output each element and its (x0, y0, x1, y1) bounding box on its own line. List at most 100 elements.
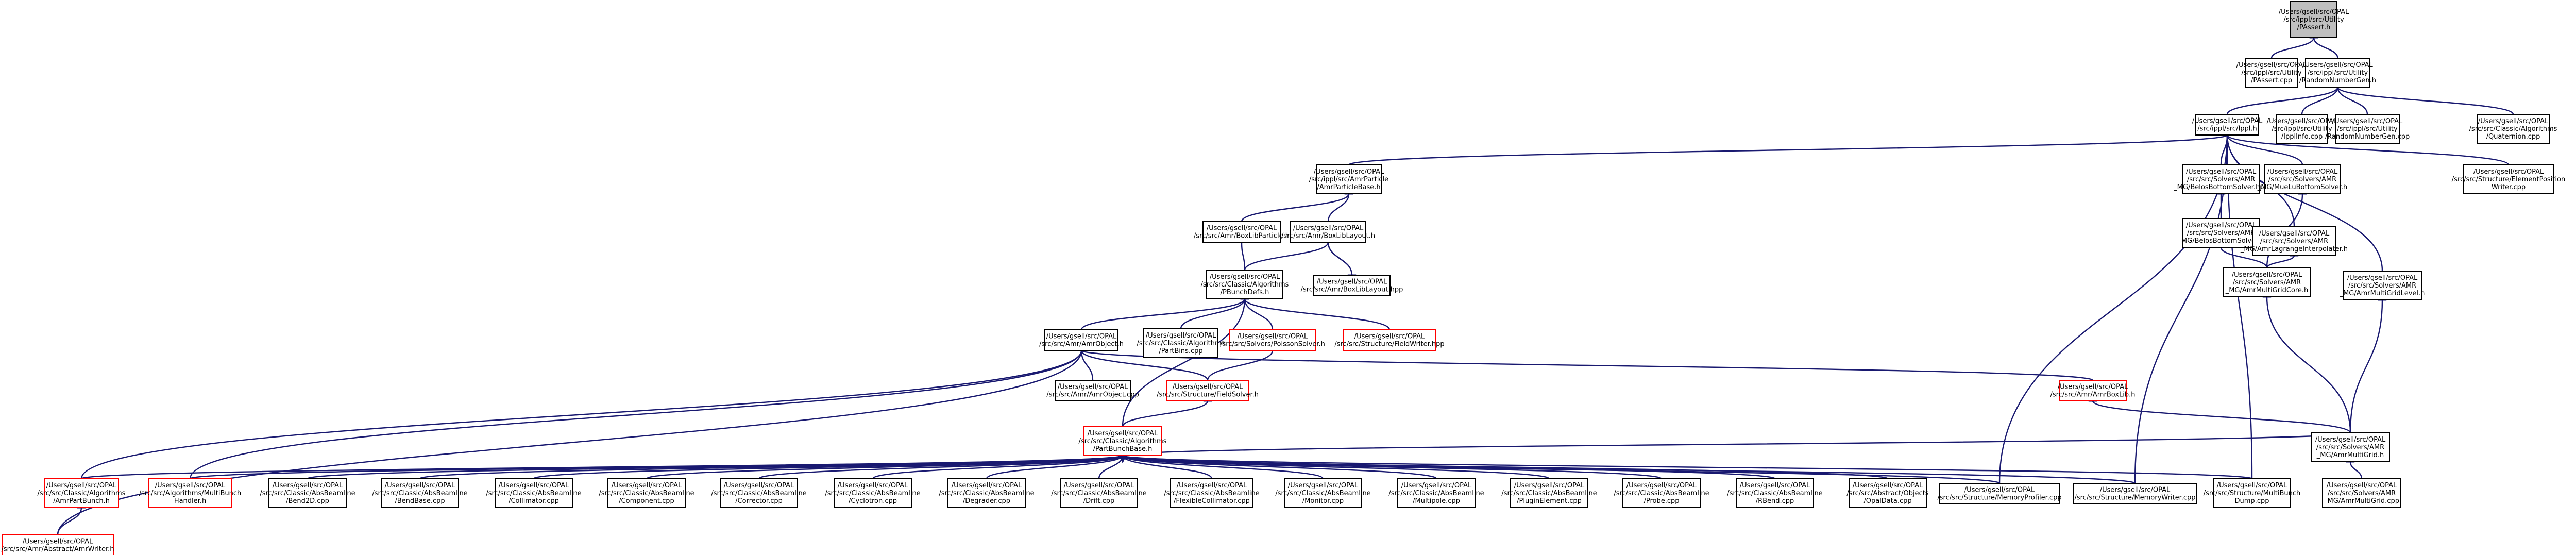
graph-node-quaternion[interactable]: /Users/gsell/src/OPAL/src/src/Classic/Al… (2469, 114, 2557, 144)
graph-node-memwriter[interactable]: /Users/gsell/src/OPAL/src/src/Structure/… (2073, 483, 2197, 504)
node-label-line: /Users/gsell/src/OPAL (2315, 436, 2386, 444)
node-box (1143, 328, 1218, 358)
node-label-line: /src/ippl/src/AmrParticle (1309, 176, 1388, 183)
graph-node-amrobject[interactable]: /Users/gsell/src/OPAL/src/src/Amr/AmrObj… (1039, 329, 1124, 351)
graph-node-flexcoll[interactable]: /Users/gsell/src/OPAL/src/src/Classic/Ab… (1164, 478, 1260, 508)
dependency-edge (1327, 242, 1357, 283)
graph-node-multigridlevel[interactable]: /Users/gsell/src/OPAL/src/src/Solvers/AM… (2340, 271, 2425, 300)
dependency-edge (2346, 453, 2363, 479)
graph-node-boxliblayout-hpp[interactable]: /Users/gsell/src/OPAL/src/src/Amr/BoxLib… (1301, 275, 1403, 296)
graph-node-partbins[interactable]: /Users/gsell/src/OPAL/src/src/Classic/Al… (1137, 328, 1225, 358)
node-box (381, 478, 459, 508)
node-label-line: /Quaternion.cpp (2486, 133, 2540, 141)
node-label-line: /src/src/Structure/FieldSolver.h (1157, 391, 1259, 399)
graph-node-amrobject-cpp[interactable]: /Users/gsell/src/OPAL/src/src/Amr/AmrObj… (1046, 380, 1139, 401)
graph-node-randgen-h[interactable]: /Users/gsell/src/OPAL/src/ippl/src/Utili… (2299, 58, 2376, 88)
graph-node-amrpartbunch[interactable]: /Users/gsell/src/OPAL/src/src/Classic/Al… (38, 478, 126, 508)
node-label-line: /src/src/Solvers/AMR (2187, 176, 2255, 183)
graph-node-ippl-h[interactable]: /Users/gsell/src/OPAL/src/ippl/src/Ippl.… (2192, 114, 2263, 136)
dependency-edge (1122, 291, 1249, 427)
node-label-line: /Users/gsell/src/OPAL (2217, 482, 2287, 490)
dependency-edge (1077, 342, 2094, 381)
graph-node-fieldsolver[interactable]: /Users/gsell/src/OPAL/src/src/Structure/… (1157, 380, 1259, 401)
graph-node-boxlibparticle[interactable]: /Users/gsell/src/OPAL/src/src/Amr/BoxLib… (1194, 221, 1290, 243)
node-box (1343, 329, 1436, 351)
dependency-edge (80, 447, 1127, 480)
node-label-line: /src/src/Solvers/AMR (2316, 444, 2384, 451)
node-label-line: /Users/gsell/src/OPAL (385, 482, 455, 490)
graph-node-lagrange[interactable]: /Users/gsell/src/OPAL/src/src/Solvers/AM… (2240, 226, 2348, 256)
graph-node-plugin[interactable]: /Users/gsell/src/OPAL/src/src/Classic/Ab… (1501, 478, 1597, 508)
node-label-line: _MG/BelosBottomSolver.h (2177, 237, 2264, 245)
graph-node-pbunchdefs[interactable]: /Users/gsell/src/OPAL/src/src/Classic/Al… (1201, 270, 1289, 299)
graph-node-multipole[interactable]: /Users/gsell/src/OPAL/src/src/Classic/Ab… (1388, 478, 1484, 508)
graph-node-bendbase[interactable]: /Users/gsell/src/OPAL/src/src/Classic/Ab… (372, 478, 468, 508)
graph-node-elempos[interactable]: /Users/gsell/src/OPAL/src/src/Structure/… (2452, 164, 2565, 194)
graph-node-multibunchdump[interactable]: /Users/gsell/src/OPAL/src/src/Structure/… (2204, 478, 2301, 508)
graph-node-boxliblayout[interactable]: /Users/gsell/src/OPAL/src/src/Amr/BoxLib… (1281, 221, 1375, 243)
node-box (2223, 267, 2311, 297)
graph-node-amesos[interactable]: /Users/gsell/src/OPAL/src/src/Solvers/AM… (2257, 164, 2348, 194)
node-label-line: /src/src/Classic/Algorithms (1137, 340, 1225, 347)
graph-node-amrparticlebase[interactable]: /Users/gsell/src/OPAL/src/ippl/src/AmrPa… (1309, 164, 1388, 194)
node-box (1284, 478, 1362, 508)
graph-node-poissonsolver[interactable]: /Users/gsell/src/OPAL/src/src/Solvers/Po… (1220, 329, 1325, 351)
dependency-edge (80, 342, 1086, 479)
dependency-edge (1180, 291, 1249, 329)
edge-layer (57, 29, 2514, 535)
node-label-line: /Users/gsell/src/OPAL (1210, 273, 1280, 281)
node-box (2073, 483, 2197, 504)
node-label-line: /src/src/Classic/AbsBeamline (1275, 490, 1370, 497)
node-box (2252, 226, 2336, 256)
node-label-line: /src/src/Solvers/AMR (2187, 229, 2255, 237)
graph-node-degrader[interactable]: /Users/gsell/src/OPAL/src/src/Classic/Ab… (939, 478, 1035, 508)
graph-node-memprof[interactable]: /Users/gsell/src/OPAL/src/src/Structure/… (1937, 483, 2062, 504)
graph-node-multigridcore[interactable]: /Users/gsell/src/OPAL/src/src/Solvers/AM… (2223, 267, 2311, 297)
node-box (947, 478, 1026, 508)
node-box (1849, 478, 1927, 508)
graph-node-belosbottom-h[interactable]: /Users/gsell/src/OPAL/src/src/Solvers/AM… (2177, 218, 2264, 248)
graph-node-bottomsolver[interactable]: /Users/gsell/src/OPAL/src/src/Solvers/AM… (2173, 164, 2268, 194)
node-box (1044, 329, 1118, 351)
graph-node-fieldwriter[interactable]: /Users/gsell/src/OPAL/src/src/Structure/… (1334, 329, 1445, 351)
node-box (2276, 114, 2328, 144)
graph-node-pngdisch-cpp[interactable]: /Users/gsell/src/OPAL/src/ippl/src/Utili… (2236, 58, 2307, 88)
node-box (1206, 270, 1283, 299)
node-box (1622, 478, 1701, 508)
dependency-edge (1207, 342, 1277, 381)
graph-node-bend2d[interactable]: /Users/gsell/src/OPAL/src/src/Classic/Ab… (260, 478, 355, 508)
node-label-line: /Users/gsell/src/OPAL (499, 482, 569, 490)
node-label-line: /Users/gsell/src/OPAL (1514, 482, 1585, 490)
node-box (2, 534, 114, 555)
dependency-edge (2223, 127, 2303, 165)
graph-node-monitor[interactable]: /Users/gsell/src/OPAL/src/src/Classic/Ab… (1275, 478, 1371, 508)
node-box (2463, 164, 2554, 194)
graph-node-opaldata[interactable]: /Users/gsell/src/OPAL/src/src/Abstract/O… (1846, 478, 1929, 508)
node-box (1316, 164, 1382, 194)
node-label-line: /Users/gsell/src/OPAL (1207, 225, 1277, 232)
node-label-line: /RandomNumberGen.h (2299, 77, 2376, 85)
node-label-line: /PBunchDefs.h (1221, 289, 1269, 296)
graph-node-collimator[interactable]: /Users/gsell/src/OPAL/src/src/Classic/Ab… (486, 478, 582, 508)
graph-node-partbunchbase[interactable]: /Users/gsell/src/OPAL/src/src/Classic/Al… (1079, 426, 1167, 456)
graph-node-corrector[interactable]: /Users/gsell/src/OPAL/src/src/Classic/Ab… (711, 478, 807, 508)
graph-node-randgen-cpp[interactable]: /Users/gsell/src/OPAL/src/ippl/src/Utili… (2325, 114, 2410, 144)
graph-node-multibunch[interactable]: /Users/gsell/src/OPAL/src/src/Algorithms… (139, 478, 241, 508)
node-label-line: /src/src/Classic/Algorithms (38, 490, 126, 497)
node-label-line: /Corrector.cpp (735, 497, 783, 505)
graph-node-amrboxlib[interactable]: /Users/gsell/src/OPAL/src/src/Amr/AmrBox… (2050, 380, 2136, 401)
graph-node-amrmultigrid-cpp[interactable]: /Users/gsell/src/OPAL/src/src/Solvers/AM… (2322, 478, 2401, 508)
graph-node-ippl-info[interactable]: /Users/gsell/src/OPAL/src/ippl/src/Utili… (2267, 114, 2337, 144)
node-label-line: /Users/gsell/src/OPAL (724, 482, 794, 490)
graph-node-amrwriter[interactable]: /Users/gsell/src/OPAL/src/src/Amr/Abstra… (1, 534, 114, 555)
graph-node-cyclotron[interactable]: /Users/gsell/src/OPAL/src/src/Classic/Ab… (825, 478, 921, 508)
dependency-edge (57, 342, 1086, 535)
graph-node-probe[interactable]: /Users/gsell/src/OPAL/src/src/Classic/Ab… (1614, 478, 1709, 508)
node-label-line: /Collimator.cpp (509, 497, 559, 505)
node-label-line: /src/ippl/src/Utility (2272, 125, 2332, 133)
graph-node-amrmultigrid[interactable]: /Users/gsell/src/OPAL/src/src/Solvers/AM… (2311, 432, 2390, 462)
graph-node-component[interactable]: /Users/gsell/src/OPAL/src/src/Classic/Ab… (599, 478, 694, 508)
graph-node-drift[interactable]: /Users/gsell/src/OPAL/src/src/Classic/Ab… (1051, 478, 1147, 508)
graph-node-rbend[interactable]: /Users/gsell/src/OPAL/src/src/Classic/Ab… (1727, 478, 1823, 508)
node-label-line: /src/src/Classic/AbsBeamline (1164, 490, 1259, 497)
